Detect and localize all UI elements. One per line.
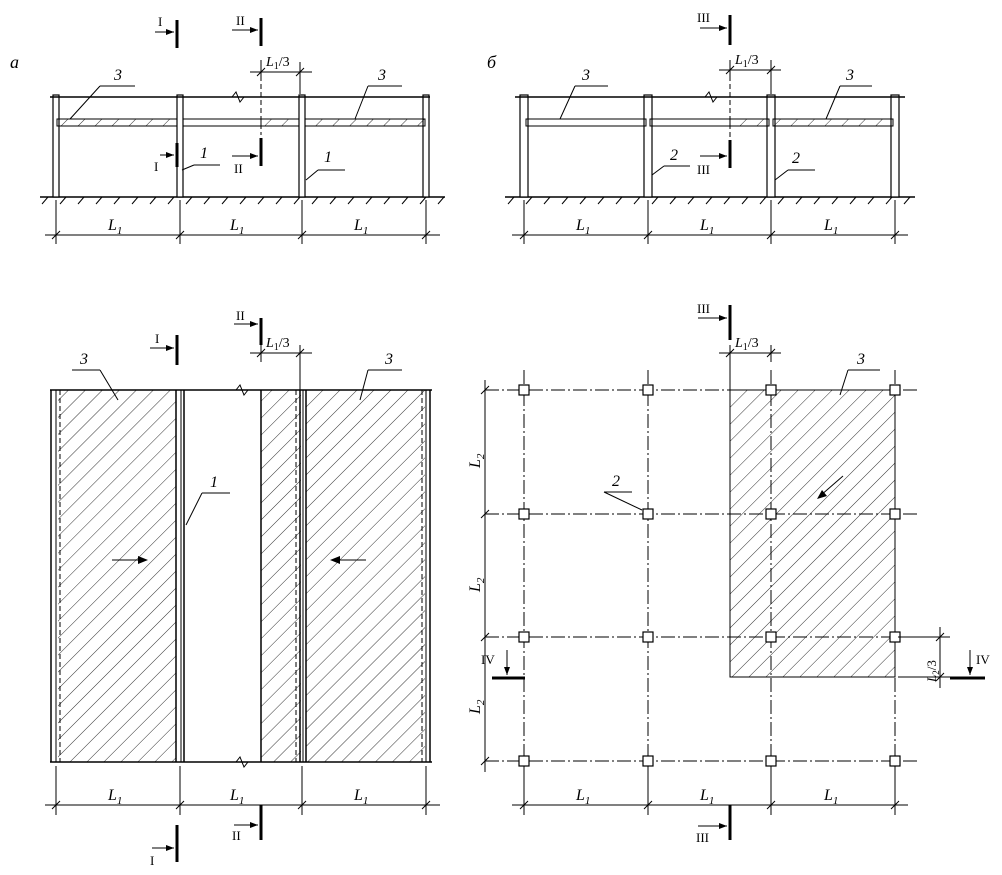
callout-2: 2 xyxy=(612,473,620,490)
svg-text:L1: L1 xyxy=(107,217,122,237)
svg-text:L2: L2 xyxy=(467,699,487,715)
dim-L1-third-b: L1/3 xyxy=(719,53,781,94)
dim-L1-third-a: L1/3 xyxy=(250,55,312,94)
svg-text:L1: L1 xyxy=(699,217,714,237)
svg-text:L2/3: L2/3 xyxy=(924,660,941,683)
leader-1-b xyxy=(305,169,319,181)
leader-3-plan-left xyxy=(99,369,119,401)
plan-a: 3 3 1 I I II II L1/3 xyxy=(45,308,440,868)
callout-2: 2 xyxy=(670,147,678,164)
section-label-I: I xyxy=(150,853,154,868)
panel-label-a: а xyxy=(10,52,19,72)
columns-b xyxy=(519,94,900,198)
leader-3-plan-right xyxy=(359,369,369,401)
slab-b-1 xyxy=(525,118,647,127)
svg-text:L1: L1 xyxy=(229,787,244,807)
callout-1: 1 xyxy=(210,474,218,491)
section-label-II: II xyxy=(232,828,241,843)
hatched-area-plan-b xyxy=(729,389,896,678)
section-label-IV: IV xyxy=(976,652,990,667)
svg-text:L1: L1 xyxy=(823,787,838,807)
section-label-III: III xyxy=(697,301,710,316)
svg-text:L1: L1 xyxy=(107,787,122,807)
callout-3: 3 xyxy=(113,67,122,84)
dim-L2-third-plan-b: L2/3 xyxy=(898,627,950,688)
svg-text:L1: L1 xyxy=(229,217,244,237)
svg-text:L1: L1 xyxy=(575,787,590,807)
svg-text:L1: L1 xyxy=(353,217,368,237)
slab-mid-a xyxy=(260,118,300,127)
leader-2-c xyxy=(774,169,789,181)
dim-L1-third-plan-a: L1/3 xyxy=(250,336,312,390)
hatched-area-right xyxy=(306,390,425,762)
leader-3-plan-b xyxy=(839,369,849,396)
elevation-a: а xyxy=(10,13,445,244)
callout-3: 3 xyxy=(377,67,386,84)
dim-col-plan-b: L2 L2 L2 xyxy=(467,380,490,772)
svg-text:L1: L1 xyxy=(823,217,838,237)
hatched-area-left xyxy=(58,390,176,762)
svg-text:L1/3: L1/3 xyxy=(734,53,759,70)
hatched-area-mid xyxy=(261,390,301,762)
slab-b-3 xyxy=(729,118,770,127)
callout-2: 2 xyxy=(792,150,800,167)
break-symbol xyxy=(231,91,245,103)
svg-text:L1: L1 xyxy=(575,217,590,237)
dim-row-plan-b: L1 L1 L1 xyxy=(512,766,908,815)
slab-left-a xyxy=(56,118,178,127)
section-label-III: III xyxy=(697,10,710,25)
columns-plan-b xyxy=(518,384,901,767)
section-label-I: I xyxy=(154,159,158,174)
section-label-III: III xyxy=(697,162,710,177)
callout-3: 3 xyxy=(79,351,88,368)
callout-3: 3 xyxy=(384,351,393,368)
callout-3: 3 xyxy=(581,67,590,84)
leader-2-plan-b xyxy=(603,491,643,511)
columns-a xyxy=(52,94,430,198)
grid-axes xyxy=(485,370,918,780)
ground-hatch-b xyxy=(507,196,911,205)
svg-text:L1/3: L1/3 xyxy=(265,336,290,353)
panel-label-b: б xyxy=(487,52,497,72)
section-label-I: I xyxy=(155,331,159,346)
dim-L1-third-plan-b: L1/3 xyxy=(719,336,781,390)
section-label-I: I xyxy=(158,14,162,29)
callout-3: 3 xyxy=(856,351,865,368)
section-label-III: III xyxy=(696,830,709,845)
slab-b-4 xyxy=(772,118,894,127)
leader-3-right-a xyxy=(354,85,369,120)
section-label-II: II xyxy=(236,308,245,323)
slab-gap-a xyxy=(182,118,262,127)
section-label-II: II xyxy=(236,13,245,28)
slab-b-2 xyxy=(649,118,731,127)
callout-3: 3 xyxy=(845,67,854,84)
callout-1: 1 xyxy=(200,145,208,162)
svg-text:L1: L1 xyxy=(353,787,368,807)
leader-3-right-b xyxy=(825,85,841,120)
dim-row-b: L1 L1 L1 xyxy=(512,200,908,244)
svg-text:L1/3: L1/3 xyxy=(265,55,290,72)
section-label-IV: IV xyxy=(481,652,495,667)
leader-3-left-b xyxy=(559,85,576,120)
svg-text:L1: L1 xyxy=(699,787,714,807)
elevation-b: б 3 xyxy=(487,10,915,244)
svg-text:L2: L2 xyxy=(467,453,487,469)
slab-right-a xyxy=(304,118,426,127)
ground-hatch-a xyxy=(41,196,445,205)
svg-text:L2: L2 xyxy=(467,577,487,593)
dim-row-a: L1 L1 L1 xyxy=(45,200,440,244)
section-label-II: II xyxy=(234,161,243,176)
callout-1: 1 xyxy=(324,149,332,166)
dim-row-plan-a: L1 L1 L1 xyxy=(45,766,440,815)
leader-2-b xyxy=(651,165,665,176)
walls-plan-a xyxy=(50,390,431,762)
leader-1-a xyxy=(181,164,195,171)
leader-1-plan xyxy=(185,492,203,526)
svg-text:L1/3: L1/3 xyxy=(734,336,759,353)
leader-3-left-a xyxy=(69,85,101,120)
plan-b: 3 2 III III IV IV L1/3 xyxy=(467,301,990,845)
